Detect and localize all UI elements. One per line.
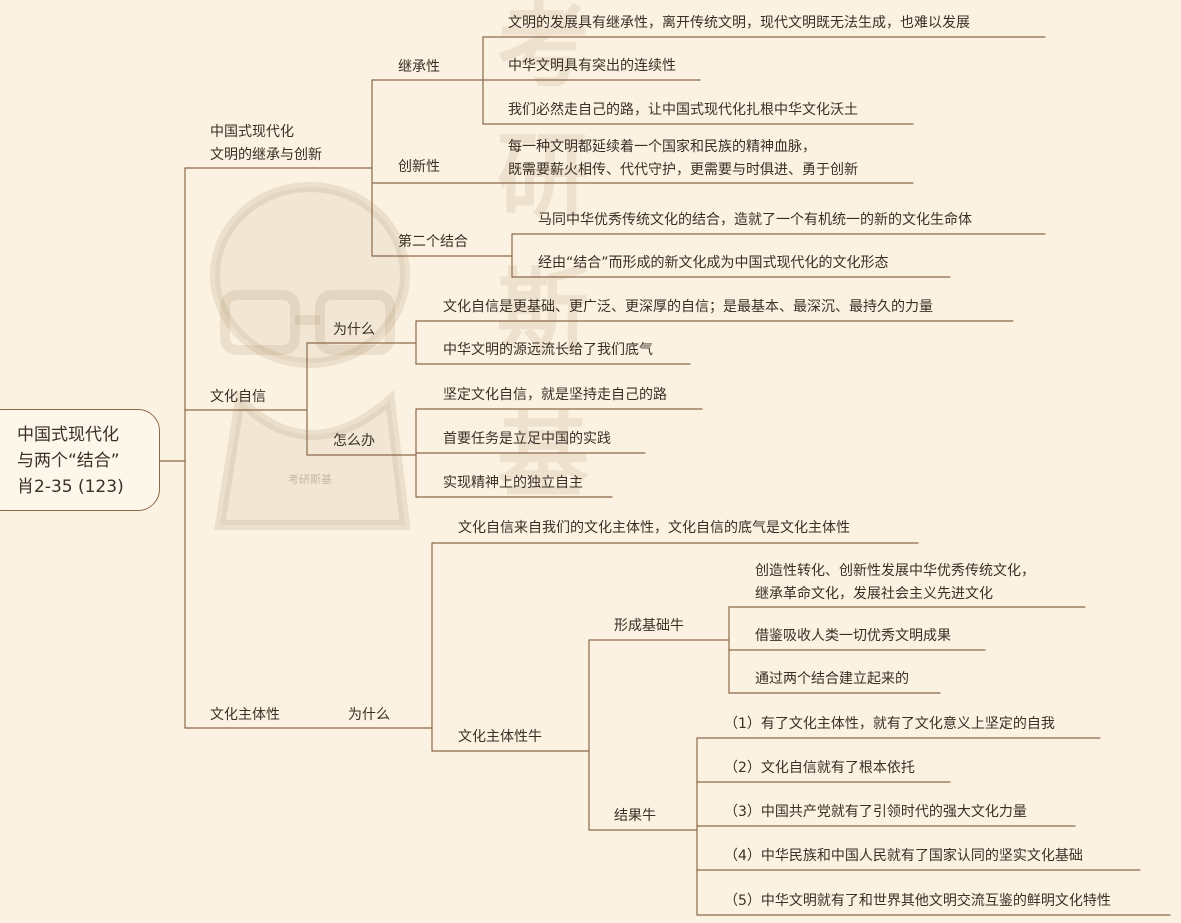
watermark-char: 斯	[496, 257, 589, 365]
leaf-how-1: 坚定文化自信，就是坚持走自己的路	[443, 387, 667, 403]
leaf-innovation-1: 每一种文明都延续着一个国家和民族的精神血脉， 既需要薪火相传、代代守护，更需要与…	[508, 139, 858, 178]
node-how[interactable]: 怎么办	[333, 433, 375, 449]
leaf-how-2: 首要任务是立足中国的实践	[443, 431, 611, 447]
leaf-result-3: （3）中国共产党就有了引领时代的强大文化力量	[724, 804, 1027, 820]
leaf-result-2: （2）文化自信就有了根本依托	[724, 760, 915, 776]
leaf-second-combination-2: 经由“结合”而形成的新文化成为中国式现代化的文化形态	[538, 255, 889, 271]
node-why[interactable]: 为什么	[333, 322, 375, 338]
leaf-second-combination-1: 马同中华优秀传统文化的结合，造就了一个有机统一的新的文化生命体	[538, 212, 972, 228]
root-line-2: 与两个“结合”	[17, 451, 120, 471]
node-confidence[interactable]: 文化自信	[210, 389, 266, 405]
root-line-3: 肖2-35 (123)	[17, 477, 124, 497]
node-result[interactable]: 结果牛	[614, 808, 656, 824]
leaf-why-1: 文化自信是更基础、更广泛、更深厚的自信；是最基本、最深沉、最持久的力量	[443, 299, 933, 315]
node-innovation[interactable]: 创新性	[398, 159, 440, 175]
leaf-result-5: （5）中华文明就有了和世界其他文明交流互鉴的鲜明文化特性	[724, 893, 1111, 909]
watermark-char: 基	[496, 402, 589, 510]
leaf-inheritance-2: 中华文明具有突出的连续性	[508, 58, 676, 74]
node-subjectivity[interactable]: 文化主体性	[210, 707, 280, 723]
leaf-inheritance-3: 我们必然走自己的路，让中国式现代化扎根中华文化沃土	[508, 102, 858, 118]
node-basis[interactable]: 形成基础牛	[614, 618, 684, 634]
node-inherit-innovate[interactable]: 中国式现代化 文明的继承与创新	[210, 124, 322, 163]
leaf-result-1: （1）有了文化主体性，就有了文化意义上坚定的自我	[724, 716, 1055, 732]
mascot-watermark-icon: 考研斯基	[210, 182, 411, 530]
leaf-basis-3: 通过两个结合建立起来的	[755, 671, 909, 687]
root-node[interactable]: 中国式现代化与两个“结合” 肖2-35 (123)	[0, 409, 160, 511]
leaf-subjectivity-why-1: 文化自信来自我们的文化主体性，文化自信的底气是文化主体性	[458, 520, 850, 536]
node-inheritance[interactable]: 继承性	[398, 59, 440, 75]
watermark-char: 研	[496, 122, 589, 230]
leaf-how-3: 实现精神上的独立自主	[443, 475, 583, 491]
node-second-combination[interactable]: 第二个结合	[398, 234, 468, 250]
leaf-why-2: 中华文明的源远流长给了我们底气	[443, 342, 653, 358]
leaf-basis-1: 创造性转化、创新性发展中华优秀传统文化， 继承革命文化，发展社会主义先进文化	[755, 563, 1035, 602]
watermark-badge: 考研斯基	[288, 473, 332, 486]
root-line-1: 中国式现代化	[17, 425, 119, 445]
node-subjectivity-niu[interactable]: 文化主体性牛	[458, 729, 542, 745]
watermark-char: 考	[496, 0, 589, 100]
node-subjectivity-why[interactable]: 为什么	[348, 707, 390, 723]
leaf-result-4: （4）中华民族和中国人民就有了国家认同的坚实文化基础	[724, 848, 1083, 864]
leaf-basis-2: 借鉴吸收人类一切优秀文明成果	[755, 628, 951, 644]
leaf-inheritance-1: 文明的发展具有继承性，离开传统文明，现代文明既无法生成，也难以发展	[508, 15, 970, 31]
